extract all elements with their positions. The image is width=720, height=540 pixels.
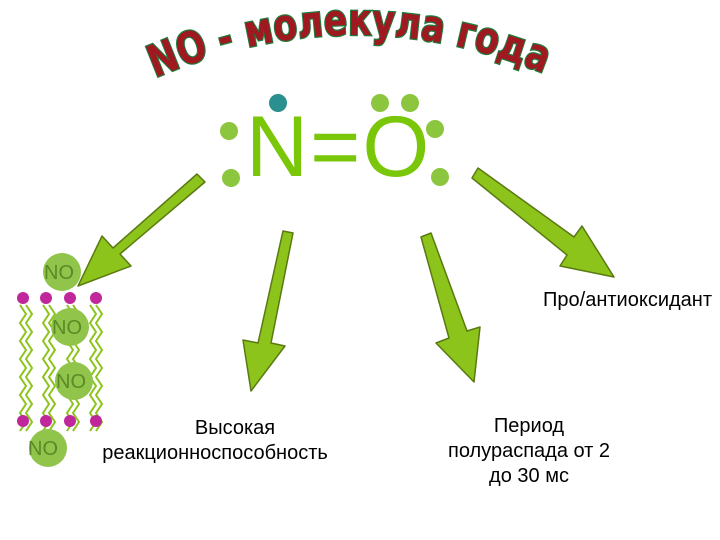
arrow-middle-left	[242, 230, 294, 392]
left-caption: Высокая реакционноспособность	[80, 416, 350, 466]
arrow-left	[77, 173, 206, 287]
arrow-right	[471, 167, 615, 278]
title-text: NO - молекула года	[139, 0, 560, 89]
electron-dot	[220, 122, 238, 140]
no-molecule-label: NO	[28, 438, 58, 460]
lipid-head	[64, 415, 76, 427]
no-molecule-circle	[29, 429, 67, 467]
right-caption: Про/антиоксидант	[543, 289, 712, 311]
svg-text:NO - молекула года: NO - молекула года	[140, 0, 558, 88]
no-molecule-circle	[55, 362, 93, 400]
no-molecule-label: NO	[52, 317, 82, 339]
electron-dot	[222, 169, 240, 187]
electron-dot	[431, 168, 449, 186]
lipid-head	[17, 292, 29, 304]
electron-dot	[426, 120, 444, 138]
arrow-middle-right	[420, 232, 481, 383]
lipid-head	[90, 415, 102, 427]
membrane	[17, 253, 104, 467]
middle-caption-line: полураспада от 2	[447, 440, 611, 462]
electron-dot	[401, 94, 419, 112]
no-molecule-label: NO	[56, 371, 86, 393]
electron-dots	[220, 94, 449, 187]
middle-caption: Период полураспада от 2 до 30 мс	[418, 414, 640, 489]
no-molecules	[29, 253, 93, 467]
lipid-head	[90, 292, 102, 304]
lipid-head	[17, 415, 29, 427]
lipid-heads-top	[17, 292, 102, 304]
middle-caption-line: Период	[493, 415, 565, 437]
no-formula: N=O	[246, 99, 432, 195]
no-molecule-circle	[51, 308, 89, 346]
electron-dot	[371, 94, 389, 112]
middle-caption-line: до 30 мс	[489, 465, 569, 487]
no-molecule-label: NO	[44, 262, 74, 284]
no-molecule-circle	[43, 253, 81, 291]
radical-electron-dot	[269, 94, 287, 112]
lipid-head	[64, 292, 76, 304]
lipid-heads-bottom	[17, 415, 102, 427]
lipid-head	[40, 415, 52, 427]
lipid-head	[40, 292, 52, 304]
title: NO - молекула года	[139, 0, 560, 89]
arrows	[77, 167, 615, 392]
left-caption-line: Высокая	[194, 417, 276, 439]
left-caption-line: реакционноспособность	[102, 442, 328, 464]
